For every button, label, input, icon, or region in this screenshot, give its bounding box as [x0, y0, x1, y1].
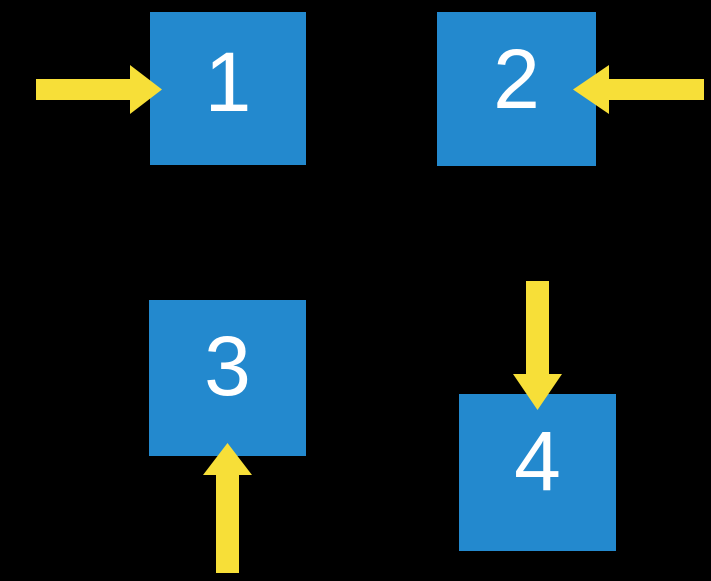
block-node-3-label: 3	[204, 319, 251, 413]
block-node-2-label: 2	[493, 32, 540, 126]
block-node-2[interactable]: 2	[437, 12, 596, 166]
arrow-down-icon	[513, 281, 562, 410]
arrow-right-icon	[36, 65, 162, 114]
block-node-3[interactable]: 3	[149, 300, 306, 456]
arrow-up-icon	[203, 443, 252, 573]
block-node-4-label: 4	[514, 414, 561, 508]
block-node-4[interactable]: 4	[459, 394, 616, 551]
arrow-left-icon	[573, 65, 704, 114]
block-node-1-label: 1	[204, 35, 252, 129]
block-node-1[interactable]: 1	[150, 12, 306, 165]
